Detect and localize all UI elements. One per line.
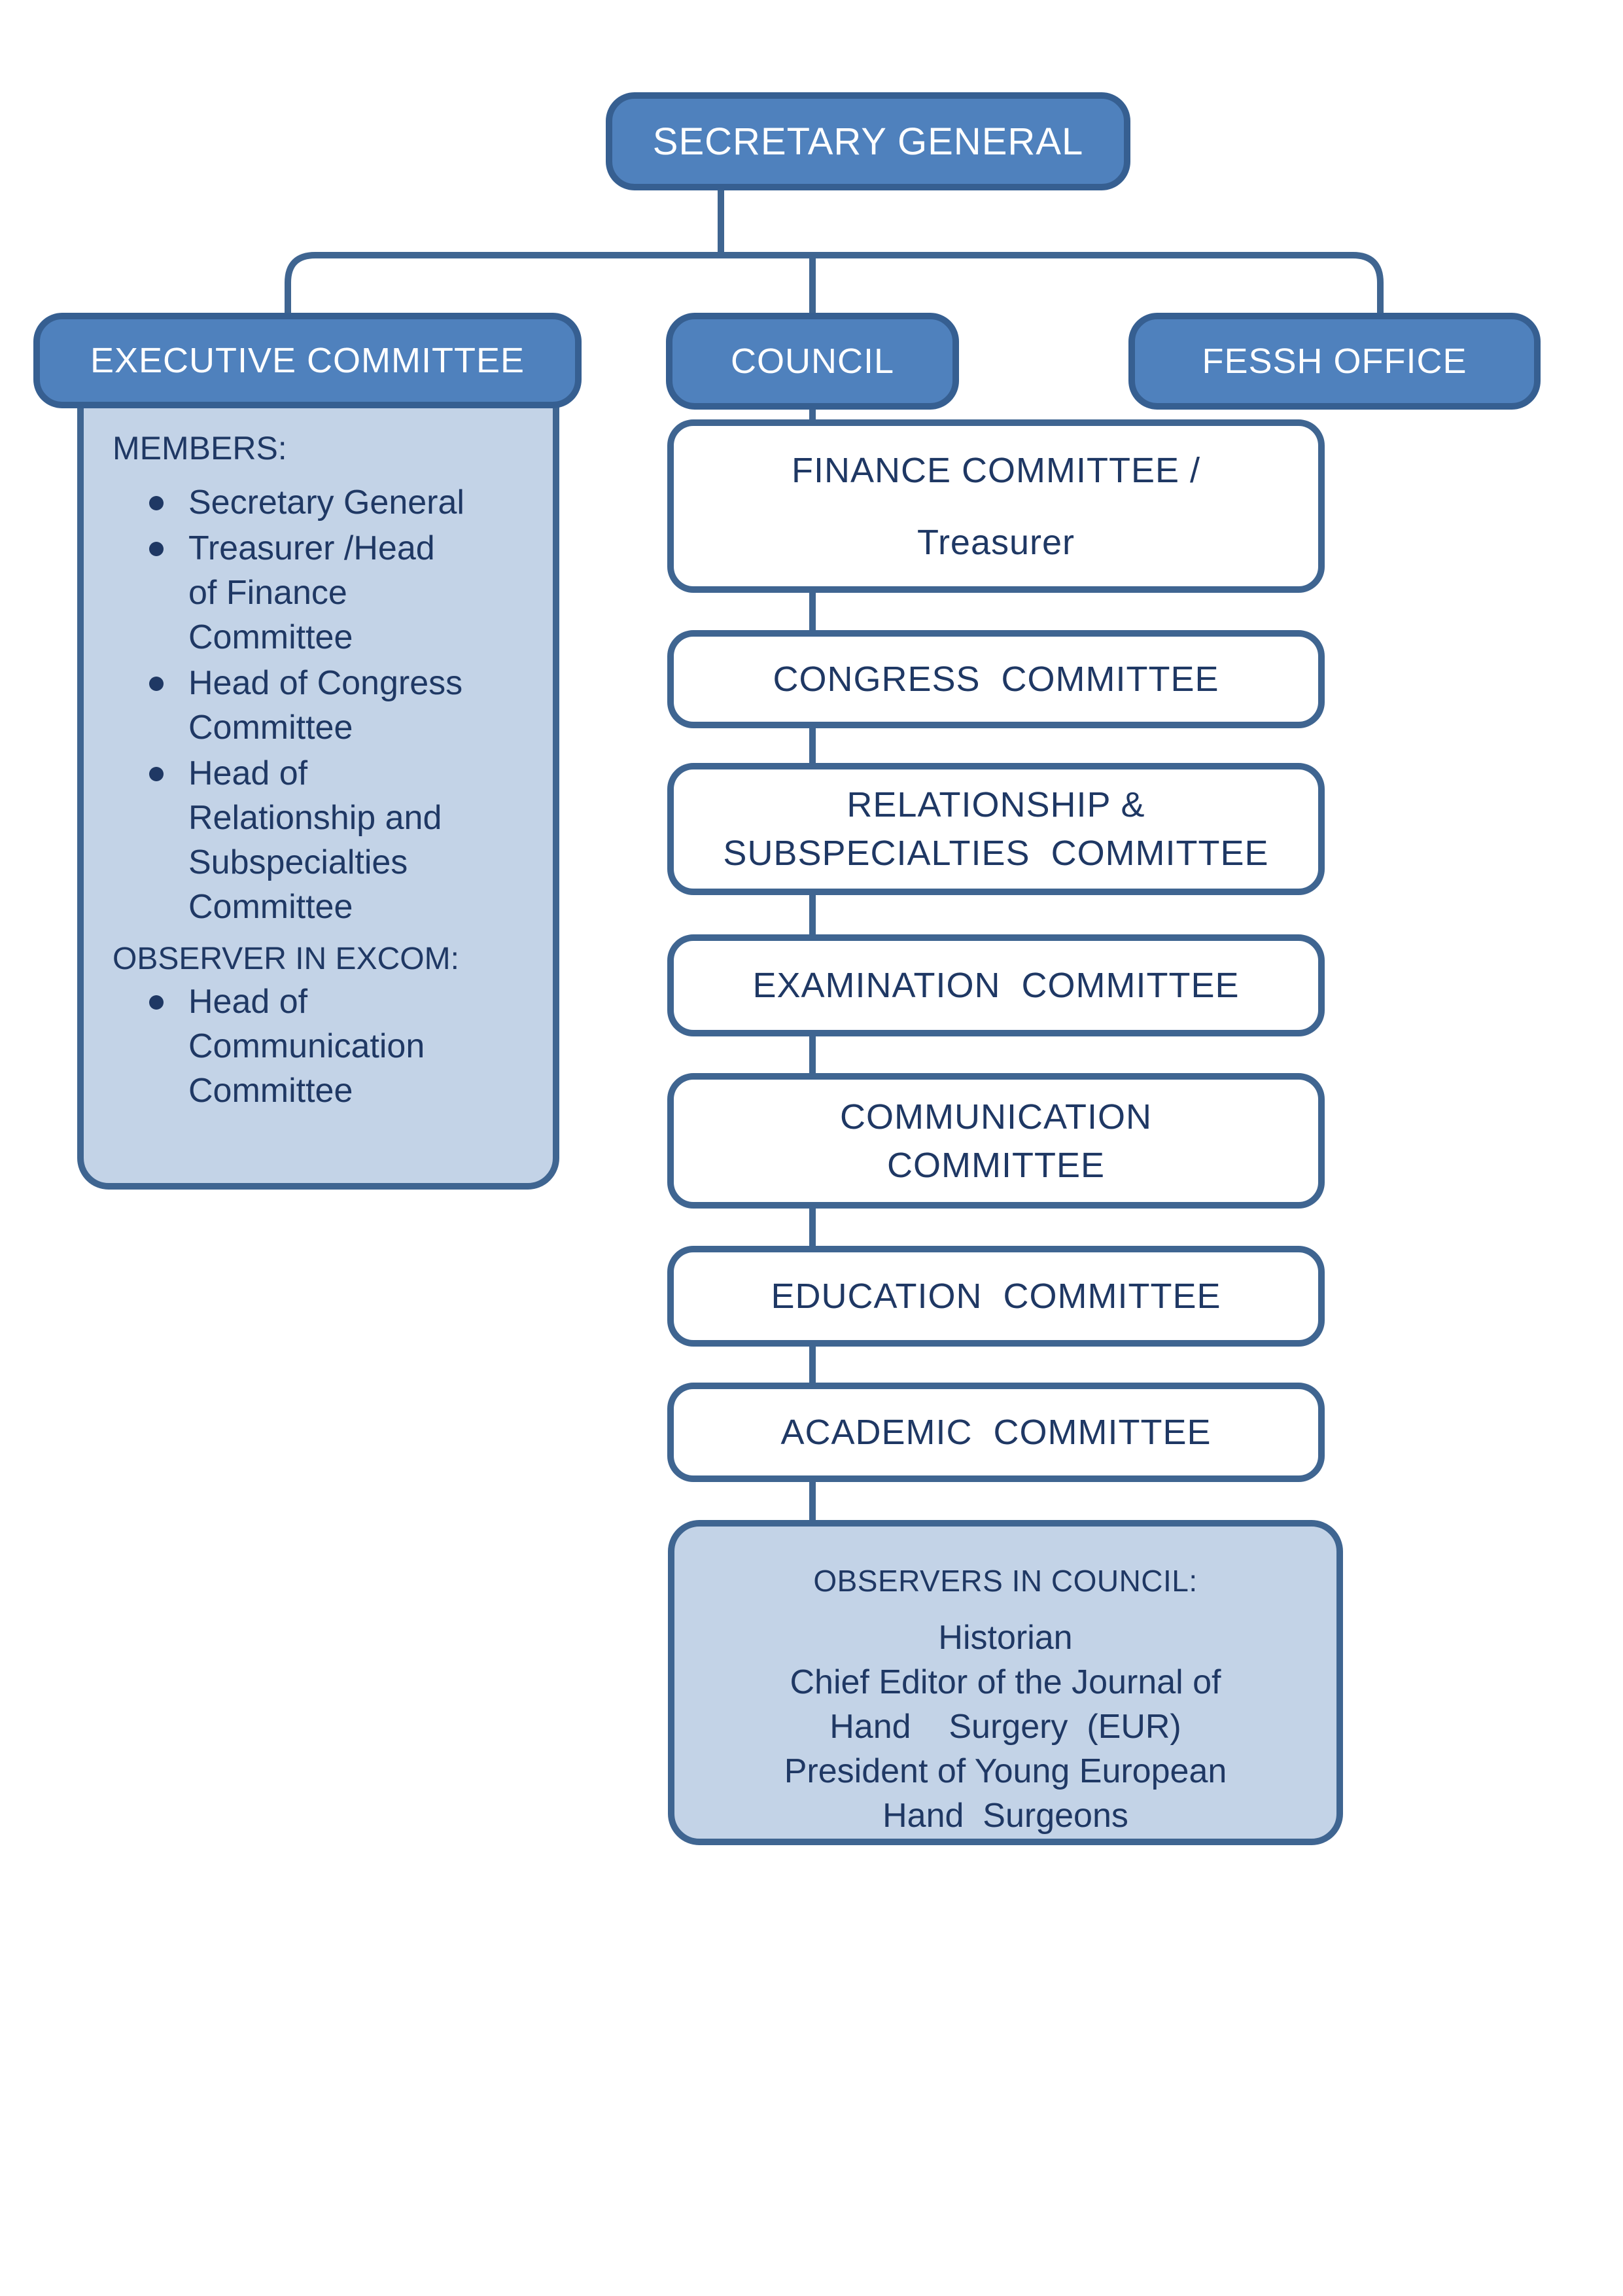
node-secretary-general: SECRETARY GENERAL: [606, 92, 1130, 190]
node-academic-committee: ACADEMIC COMMITTEE: [667, 1383, 1325, 1482]
observers-in-council-heading: OBSERVERS IN COUNCIL:: [813, 1564, 1198, 1598]
member-entry: Head of Congress Committee: [188, 664, 463, 747]
list-item: Head of Relationship and Subspecialties …: [113, 751, 540, 929]
list-item: Head of Communication Committee: [113, 980, 540, 1113]
observer-in-excom-heading: OBSERVER IN EXCOM:: [113, 942, 459, 976]
connector-horizontal-rail: [285, 252, 1384, 313]
node-finance-committee: FINANCE COMMITTEE / Treasurer: [667, 419, 1325, 593]
list-item: Secretary General: [113, 480, 540, 525]
members-heading: MEMBERS:: [113, 430, 287, 467]
bullet-icon: [149, 542, 164, 556]
node-academic-committee-label: ACADEMIC COMMITTEE: [780, 1413, 1212, 1452]
observers-in-council-list: Historian Chief Editor of the Journal of…: [784, 1619, 1227, 1835]
list-item: Treasurer /Head of Finance Committee: [113, 526, 540, 660]
node-council: COUNCIL: [666, 313, 959, 410]
node-secretary-general-label: SECRETARY GENERAL: [652, 120, 1084, 163]
node-council-label: COUNCIL: [730, 342, 895, 381]
member-entry: Head of Communication Committee: [188, 983, 425, 1110]
member-entry: Treasurer /Head of Finance Committee: [188, 529, 435, 656]
node-relationship-subspecialties-committee-label: RELATIONSHIP & SUBSPECIALTIES COMMITTEE: [723, 785, 1269, 873]
node-relationship-subspecialties-committee: RELATIONSHIP & SUBSPECIALTIES COMMITTEE: [667, 763, 1325, 895]
node-examination-committee-label: EXAMINATION COMMITTEE: [752, 966, 1240, 1005]
node-examination-committee: EXAMINATION COMMITTEE: [667, 934, 1325, 1036]
bullet-icon: [149, 767, 164, 781]
bullet-icon: [149, 995, 164, 1010]
members-list: Secretary General Treasurer /Head of Fin…: [113, 480, 540, 929]
node-fessh-office-label: FESSH OFFICE: [1202, 342, 1467, 381]
bullet-icon: [149, 496, 164, 510]
node-communication-committee: COMMUNICATION COMMITTEE: [667, 1073, 1325, 1209]
panel-excom-members: MEMBERS: Secretary General Treasurer /He…: [77, 400, 559, 1190]
node-executive-committee-label: EXECUTIVE COMMITTEE: [90, 341, 525, 380]
node-finance-committee-label: FINANCE COMMITTEE / Treasurer: [792, 450, 1200, 562]
observer-in-excom-list: Head of Communication Committee: [113, 980, 540, 1113]
node-fessh-office: FESSH OFFICE: [1128, 313, 1541, 410]
node-education-committee: EDUCATION COMMITTEE: [667, 1246, 1325, 1347]
node-education-committee-label: EDUCATION COMMITTEE: [771, 1277, 1221, 1316]
panel-observers-in-council: OBSERVERS IN COUNCIL: Historian Chief Ed…: [668, 1520, 1343, 1845]
member-entry: Secretary General: [188, 484, 464, 521]
bullet-icon: [149, 677, 164, 691]
list-item: Head of Congress Committee: [113, 661, 540, 750]
node-congress-committee: CONGRESS COMMITTEE: [667, 630, 1325, 728]
member-entry: Head of Relationship and Subspecialties …: [188, 754, 442, 926]
node-executive-committee: EXECUTIVE COMMITTEE: [33, 313, 582, 408]
node-congress-committee-label: CONGRESS COMMITTEE: [773, 660, 1219, 699]
node-communication-committee-label: COMMUNICATION COMMITTEE: [840, 1097, 1152, 1185]
